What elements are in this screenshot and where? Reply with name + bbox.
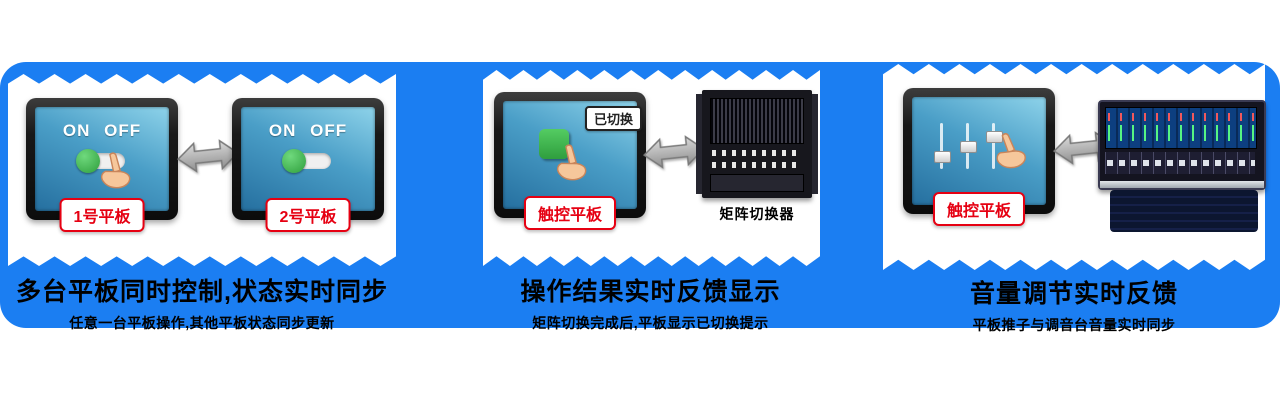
panel-1-caption: 多台平板同时控制,状态实时同步 任意一台平板操作,其他平板状态同步更新: [8, 272, 396, 333]
rack-vent: [710, 98, 804, 144]
hand-pointer-icon: [556, 144, 587, 181]
tablet-1-screen: ON OFF: [35, 107, 169, 211]
fader-track-icon: [960, 123, 977, 169]
hand-pointer-icon: [100, 152, 131, 189]
toggle-knob-icon: [76, 149, 100, 173]
panel-2-title: 操作结果实时反馈显示: [520, 278, 781, 306]
touch-tablet-badge: 触控平板: [523, 196, 617, 230]
mixer-chassis-edge: [1100, 181, 1264, 188]
matrix-switcher-label: 矩阵切换器: [719, 206, 795, 222]
panel-1-title: 多台平板同时控制,状态实时同步: [16, 278, 388, 306]
on-off-label: ON OFF: [268, 121, 348, 140]
hand-pointer-icon: [996, 133, 1026, 169]
tablet-2: ON OFF 2号平板: [232, 98, 384, 232]
touch-tablet-badge: 触控平板: [932, 192, 1026, 226]
tablet-1: ON OFF 1号平板: [26, 98, 178, 232]
mixer-screen: [1105, 107, 1257, 149]
fader-knob-icon: [960, 141, 977, 153]
matrix-switcher-device: [696, 90, 818, 198]
panel-2-caption: 操作结果实时反馈显示 矩阵切换完成后,平板显示已切换提示: [463, 272, 838, 333]
tablet-2-screen: ON OFF: [241, 107, 375, 211]
on-off-label: ON OFF: [62, 121, 142, 140]
panel-3-caption: 音量调节实时反馈 平板推子与调音台音量实时同步: [883, 274, 1265, 335]
toggle-switch-icon: [282, 149, 331, 173]
fader-track-icon: [934, 123, 951, 169]
panel-3-subtitle: 平板推子与调音台音量实时同步: [972, 317, 1176, 333]
touch-tablet: 触控平板: [903, 88, 1055, 226]
tablet-1-badge: 1号平板: [59, 198, 145, 232]
mixer-fader-bank: [1105, 152, 1255, 174]
toggle-knob-icon: [282, 149, 306, 173]
digital-mixer-device: [1098, 100, 1266, 190]
rack-lower-panel: [710, 174, 804, 192]
panel-2-subtitle: 矩阵切换完成后,平板显示已切换提示: [532, 315, 769, 331]
mixer-base: [1110, 190, 1258, 232]
switched-callout: 已切换: [585, 106, 643, 131]
tablet-2-badge: 2号平板: [265, 198, 351, 232]
touch-tablet-screen: [912, 97, 1046, 205]
panel-1-subtitle: 任意一台平板操作,其他平板状态同步更新: [69, 315, 335, 331]
rack-button-row: [712, 150, 802, 156]
touch-tablet-screen: [503, 101, 637, 209]
fader-knob-icon: [934, 151, 951, 163]
panel-3-title: 音量调节实时反馈: [969, 280, 1178, 308]
green-button-icon: [539, 129, 569, 159]
rack-button-row: [712, 162, 802, 168]
touch-tablet: 触控平板: [494, 92, 646, 230]
